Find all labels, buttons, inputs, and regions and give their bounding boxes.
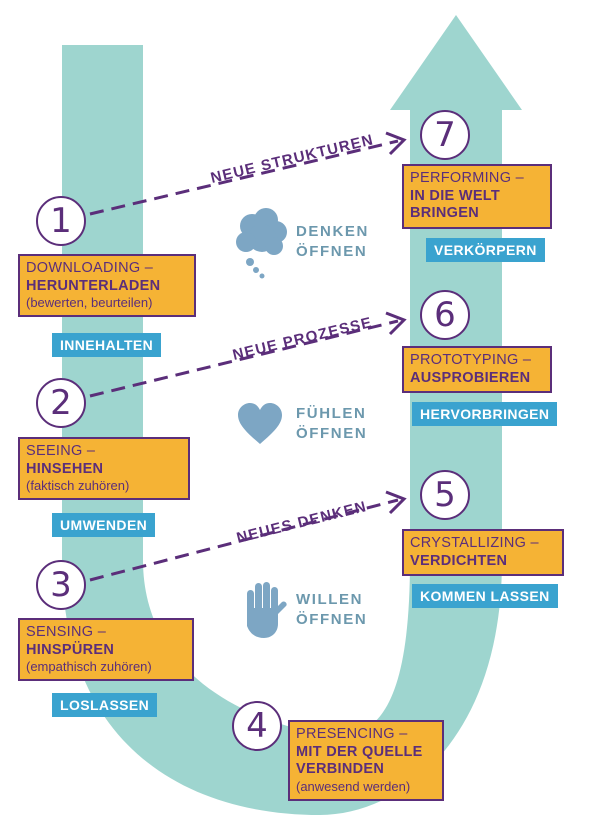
step-1-title: DOWNLOADING –: [26, 260, 154, 276]
step-3-number: 3: [36, 560, 86, 610]
step-2-title: SEEING –: [26, 443, 96, 459]
step-6-title: PROTOTYPING –: [410, 352, 532, 368]
step-5-number: 5: [420, 470, 470, 520]
step-4-sub: (anwesend werden): [296, 779, 411, 795]
step-7-tag: VERKÖRPERN: [426, 238, 545, 262]
hand-icon: [247, 582, 287, 638]
arrow-neue-strukturen: NEUE STRUKTUREN: [89, 131, 407, 216]
step-7-number: 7: [420, 110, 470, 160]
arrow-label-2: NEUE PROZESSE: [231, 314, 374, 364]
center-willen-line2: ÖFFNEN: [296, 610, 368, 628]
step-3-title: SENSING –: [26, 624, 107, 640]
step-2-sub: (faktisch zuhören): [26, 478, 130, 494]
step-6-number: 6: [420, 290, 470, 340]
step-5-bold: VERDICHTEN: [410, 552, 508, 569]
step-4-title: PRESENCING –: [296, 726, 408, 742]
step-6-bold: AUSPROBIEREN: [410, 369, 531, 386]
step-4-bold-2: VERBINDEN: [296, 761, 385, 778]
step-2-bold: HINSEHEN: [26, 460, 104, 477]
arrow-label-3: NEUES DENKEN: [235, 498, 369, 547]
center-label-willen: WILLEN ÖFFNEN: [296, 590, 367, 629]
step-6-box: PROTOTYPING – AUSPROBIEREN: [402, 346, 552, 394]
step-1-sub: (bewerten, beurteilen): [26, 295, 153, 311]
step-3-bold: HINSPÜREN: [26, 641, 115, 658]
step-7-bold-2: BRINGEN: [410, 205, 479, 222]
step-1-tag: INNEHALTEN: [52, 333, 162, 357]
step-5-title: CRYSTALLIZING –: [410, 535, 539, 551]
step-2-tag: UMWENDEN: [52, 513, 156, 537]
center-denken-line2: ÖFFNEN: [296, 242, 368, 260]
center-fuehlen-line2: ÖFFNEN: [296, 424, 368, 442]
center-fuehlen-line1: FÜHLEN: [296, 405, 367, 422]
step-1-bold: HERUNTERLADEN: [26, 277, 161, 294]
arrow-label-1: NEUE STRUKTUREN: [209, 131, 376, 187]
step-7-bold: IN DIE WELT: [410, 187, 501, 204]
step-7-box: PERFORMING – IN DIE WELT BRINGEN: [402, 164, 552, 230]
step-2-number: 2: [36, 378, 86, 428]
center-label-denken: DENKEN ÖFFNEN: [296, 222, 369, 261]
step-1-box: DOWNLOADING – HERUNTERLADEN (bewerten, b…: [18, 254, 196, 318]
step-4-bold: MIT DER QUELLE: [296, 743, 423, 760]
step-7-title: PERFORMING –: [410, 170, 524, 186]
step-5-box: CRYSTALLIZING – VERDICHTEN: [402, 529, 564, 577]
heart-icon: [238, 403, 282, 444]
center-denken-line1: DENKEN: [296, 223, 369, 240]
step-3-tag: LOSLASSEN: [52, 693, 158, 717]
step-6-tag: HERVORBRINGEN: [412, 402, 558, 426]
center-willen-line1: WILLEN: [296, 591, 364, 608]
step-4-box: PRESENCING – MIT DER QUELLE VERBINDEN (a…: [288, 720, 444, 801]
center-label-fuehlen: FÜHLEN ÖFFNEN: [296, 404, 367, 443]
step-4-number: 4: [232, 701, 282, 751]
step-2-box: SEEING – HINSEHEN (faktisch zuhören): [18, 437, 190, 501]
cloud-icon: [236, 208, 287, 279]
step-3-sub: (empathisch zuhören): [26, 659, 152, 675]
step-1-number: 1: [36, 196, 86, 246]
step-5-tag: KOMMEN LASSEN: [412, 584, 558, 608]
step-3-box: SENSING – HINSPÜREN (empathisch zuhören): [18, 618, 194, 682]
